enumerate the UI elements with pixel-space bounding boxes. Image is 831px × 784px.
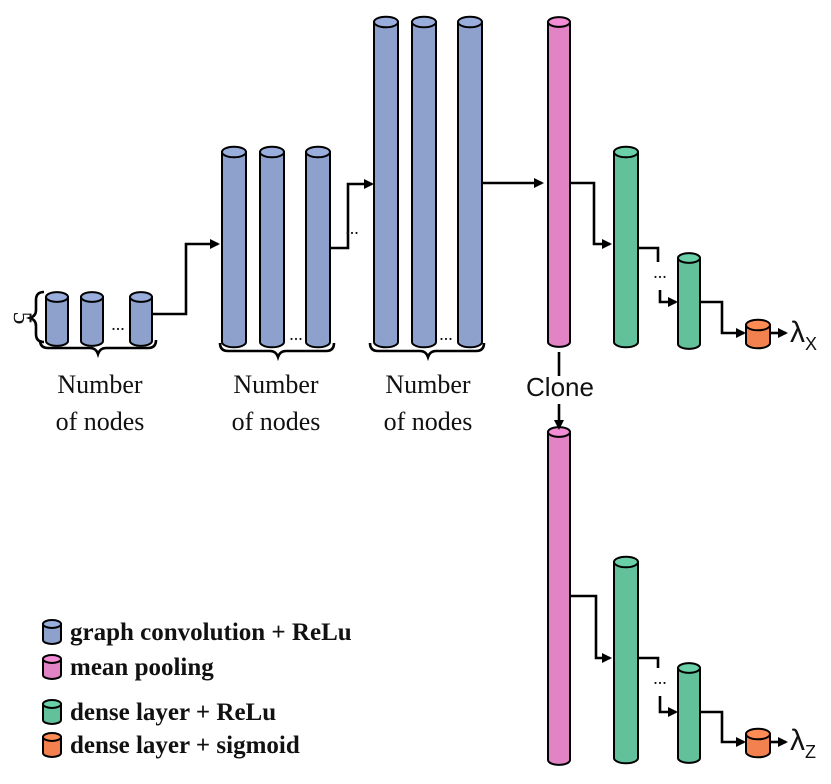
group2-label-line1: Number xyxy=(233,370,319,399)
mean-pooling-clone xyxy=(547,426,571,766)
dense-relu-bottom-1 xyxy=(613,555,639,765)
line-dense1b-to-ellipsis xyxy=(638,656,660,668)
layer-cylinders xyxy=(45,15,771,766)
legend: graph convolution + ReLu mean pooling de… xyxy=(42,619,352,759)
ellipsis-dense-bottom: ... xyxy=(653,668,667,688)
legend-label-dense-relu: dense layer + ReLu xyxy=(70,699,276,726)
arrow-g1-to-g2 xyxy=(152,239,220,316)
legend-cylinder-mean_pool xyxy=(42,654,62,680)
dense-relu-bottom-2 xyxy=(677,662,701,764)
dense-sigmoid-x xyxy=(745,318,771,350)
ellipsis-between-groups: ... xyxy=(345,218,359,238)
legend-label-graph-convolution: graph convolution + ReLu xyxy=(70,619,352,646)
legend-swatch-graph-convolution xyxy=(42,619,62,645)
group3-label-line2: of nodes xyxy=(384,407,473,436)
group2-label-line2: of nodes xyxy=(232,407,321,436)
group1-label-line2: of nodes xyxy=(56,407,145,436)
arrow-pool2-to-dense1 xyxy=(570,594,612,663)
graph-conv-node-g2-3 xyxy=(305,145,331,349)
dense-relu-top-2 xyxy=(677,252,701,350)
legend-swatch-dense-sigmoid xyxy=(42,732,62,758)
dense-relu-top-1 xyxy=(613,145,639,349)
group3-label-line1: Number xyxy=(385,370,471,399)
output-z-label: λZ xyxy=(790,724,816,762)
legend-item-dense-sigmoid: dense layer + sigmoid xyxy=(42,732,300,759)
legend-label-mean-pooling: mean pooling xyxy=(70,654,214,681)
ellipsis-dense-top: ... xyxy=(653,262,667,282)
ellipsis-group3: ... xyxy=(439,324,453,344)
legend-item-graph-convolution: graph convolution + ReLu xyxy=(42,619,352,646)
feature-brace xyxy=(25,290,45,344)
arrow-ellipsis-to-dense2 xyxy=(658,290,678,307)
ellipsis-group1: ... xyxy=(111,314,125,334)
output-x-label: λX xyxy=(790,316,817,354)
arrow-g2-to-g3 xyxy=(330,179,374,250)
legend-item-mean-pooling: mean pooling xyxy=(42,654,214,681)
legend-cylinder-dense_relu xyxy=(42,699,62,725)
feature-dim-label: 5 xyxy=(8,312,37,325)
legend-cylinder-graph_conv xyxy=(42,619,62,645)
arrow-dense2-to-sigmoid-x xyxy=(700,300,746,338)
graph-conv-node-g3-2 xyxy=(411,15,437,349)
legend-label-dense-sigmoid: dense layer + sigmoid xyxy=(70,732,300,759)
connectors xyxy=(152,178,788,747)
graph-conv-node-g1-2 xyxy=(80,291,104,347)
nodes-brace-1 xyxy=(38,339,158,359)
ellipsis-group2: ... xyxy=(289,324,303,344)
legend-cylinder-dense_sigmoid xyxy=(42,732,62,758)
clone-label: Clone xyxy=(526,372,594,402)
mean-pooling-top xyxy=(547,16,571,348)
graph-conv-node-g2-2 xyxy=(259,145,285,349)
group1-label-line1: Number xyxy=(57,370,143,399)
graph-conv-node-g3-3 xyxy=(457,15,483,349)
legend-item-dense-relu: dense layer + ReLu xyxy=(42,699,276,726)
legend-swatch-dense-relu xyxy=(42,699,62,725)
arrow-pool-to-dense1 xyxy=(570,181,612,249)
dense-sigmoid-z xyxy=(745,727,771,759)
arrow-ellipsis-to-dense2b xyxy=(658,696,678,717)
graph-conv-node-g1-3 xyxy=(129,291,153,347)
graph-conv-node-g3-1 xyxy=(373,15,399,349)
graph-conv-node-g2-1 xyxy=(221,145,247,349)
nodes-brace-3 xyxy=(368,342,486,362)
arrow-dense2b-to-sigmoid-z xyxy=(700,710,746,747)
line-dense1-to-ellipsis xyxy=(638,246,660,262)
graph-conv-node-g1-1 xyxy=(45,291,69,347)
legend-swatch-mean-pooling xyxy=(42,654,62,680)
nodes-brace-2 xyxy=(218,342,336,362)
